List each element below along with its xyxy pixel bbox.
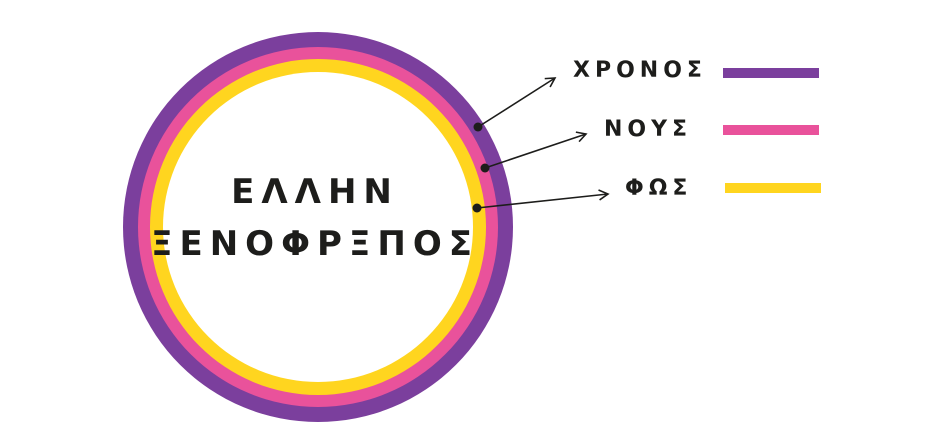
ring-center xyxy=(163,72,473,382)
pointer-line-yellow xyxy=(476,189,610,209)
pointer-dot-purple xyxy=(473,122,483,132)
pointer-dot-yellow xyxy=(472,203,482,213)
legend-bar-pink xyxy=(723,125,819,135)
legend-bar-purple xyxy=(723,68,819,78)
pointer-line-pink xyxy=(484,131,588,169)
pointer-dot-pink xyxy=(480,163,490,173)
pointer-line-purple xyxy=(477,77,557,128)
legend-label-yellow: ΦΩΣ xyxy=(625,176,693,201)
title-line-2: ΞΕΝΟΦΡΞΠΟΣ xyxy=(151,224,479,264)
legend-label-pink: ΝΟΥΣ xyxy=(604,117,693,142)
legend-label-purple: ΧΡΟΝΟΣ xyxy=(573,58,707,83)
title-line-1: ΕΛΛΗΝ xyxy=(231,172,399,212)
legend-bar-yellow xyxy=(725,183,821,193)
